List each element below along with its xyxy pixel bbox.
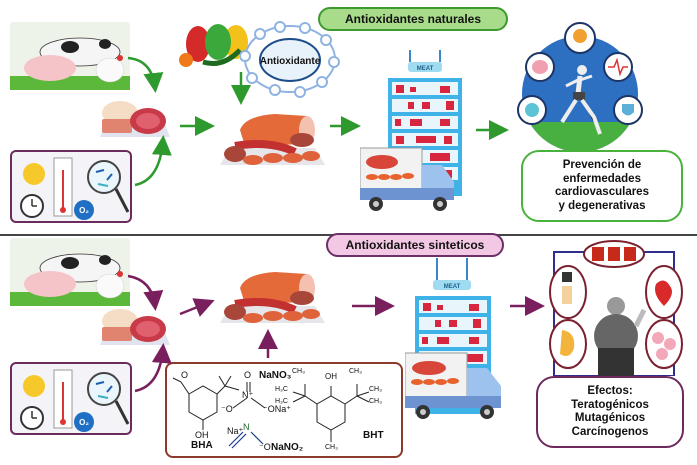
raw-meat-illustration-bottom: [100, 309, 170, 345]
prevention-result-box: Prevención de enfermedades cardiovascula…: [521, 150, 683, 222]
bht-ch3-r1: CH₃: [369, 386, 382, 393]
bht-ch3-r2: CH₃: [369, 398, 382, 405]
pig-icon: [24, 271, 76, 297]
runner-icon: [560, 65, 602, 135]
magnifier-icon: [87, 372, 121, 406]
nitrate-o: O: [244, 370, 252, 380]
nitrate-o-na: ⁻ONa⁺: [263, 404, 292, 414]
sun-icon: [23, 375, 45, 397]
effects-line: Carcínogenos: [571, 425, 649, 438]
oxygen-icon: [74, 200, 94, 220]
result-line: Prevención de: [562, 159, 642, 171]
chemical-structures: [172, 375, 370, 449]
health-benefits-illustration: [517, 22, 643, 152]
processed-meat-illustration-bottom: [220, 272, 325, 323]
sun-icon: [23, 163, 45, 185]
adverse-effects-box: Efectos: Teratogénicos Mutagénicos Carcí…: [536, 376, 684, 448]
bht-h3c-1: H₃C: [275, 386, 288, 393]
result-line: cardiovasculares: [555, 186, 649, 198]
arrow-conditions-to-meat-bottom: [134, 343, 172, 393]
effects-line: Teratogénicos: [571, 398, 649, 411]
arrow-farm-to-meat-bottom: [127, 274, 164, 311]
bht-oh-label: OH: [325, 372, 337, 381]
bha-methoxy-o: O: [181, 370, 189, 380]
farm-animals-illustration-bottom: [10, 238, 130, 306]
obese-person-icon: [594, 297, 647, 376]
peppers-illustration: [179, 24, 248, 67]
farm-animals-illustration: [10, 22, 130, 90]
bht-h3c-2: H₃C: [275, 398, 288, 405]
bht-label: BHT: [363, 430, 384, 441]
o2-label: O₂: [79, 206, 89, 215]
arrow-farm-to-meat: [127, 56, 164, 93]
bht-ch3-left-top: CH₃: [292, 368, 305, 375]
arrow-conditions-to-meat: [134, 135, 172, 187]
nitrite-n: N: [243, 422, 250, 432]
bht-ch3-bottom: CH₃: [325, 444, 338, 451]
natural-antioxidants-label: Antioxidantes naturales: [318, 7, 508, 31]
bha-oh-label: OH: [195, 430, 209, 440]
storage-conditions-box-bottom: O₂: [10, 362, 132, 435]
o2-label: O₂: [79, 418, 89, 427]
nitrite-structure: [228, 431, 247, 449]
synthetic-chemicals-box: O OH BHA O NaNO₃ N⁺ ⁻O ⁻ONa⁺ Na⁺ N ⁻O Na…: [165, 362, 403, 458]
nitrate-o-minus: ⁻O: [221, 404, 233, 414]
result-line: enfermedades: [563, 172, 641, 185]
bht-ch3-right-top: CH₃: [349, 368, 362, 375]
bha-structure: [188, 385, 218, 421]
processed-meat-illustration: [220, 114, 325, 165]
bha-label: BHA: [191, 440, 213, 451]
chicken-icon: [95, 57, 125, 83]
result-line: y degenerativas: [558, 199, 646, 212]
raw-meat-illustration: [100, 101, 170, 137]
nano2-label: NaNO₂: [271, 442, 304, 453]
effects-line: Mutagénicos: [574, 412, 646, 424]
supermarket-truck-illustration: MEAT: [360, 50, 462, 211]
chicken-icon: [95, 273, 125, 299]
storage-conditions-box: O₂: [10, 150, 132, 223]
nitrate-n-plus: N⁺: [242, 390, 254, 400]
oxygen-icon: [74, 412, 94, 432]
arrow-meat-to-processed-bottom: [179, 298, 215, 317]
nitrite-o-minus: ⁻O: [259, 442, 271, 452]
meat-sign: MEAT: [417, 66, 434, 72]
bottom-flow-arrows: [127, 274, 545, 393]
nano3-label: NaNO₃: [259, 370, 292, 381]
supermarket-truck-illustration-bottom: MEAT: [405, 258, 501, 419]
adverse-effects-illustration: [549, 240, 683, 376]
nitrite-na-plus: Na⁺: [227, 426, 244, 436]
antioxidant-label: Antioxidante: [260, 56, 321, 67]
antioxidant-molecule: Antioxidante: [240, 21, 340, 98]
effects-line: Efectos:: [587, 385, 633, 397]
top-flow-arrows: [127, 56, 509, 187]
synthetic-antioxidants-label: Antioxidantes sinteticos: [326, 233, 504, 257]
magnifier-icon: [87, 160, 121, 194]
meat-sign: MEAT: [444, 284, 461, 290]
pig-icon: [24, 55, 76, 81]
